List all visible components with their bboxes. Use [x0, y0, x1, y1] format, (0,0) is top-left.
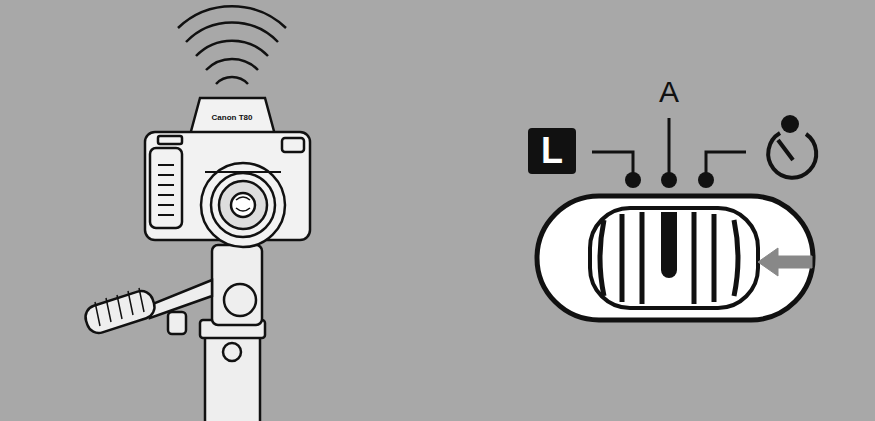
mode-lines [592, 118, 746, 176]
mode-letter: L [541, 133, 563, 169]
mode-switch [537, 196, 813, 320]
tripod [82, 245, 265, 421]
mode-letter-box: L [528, 128, 576, 174]
remote-waves [178, 6, 286, 84]
self-timer-symbol [768, 115, 816, 178]
mode-letter: A [658, 76, 680, 108]
brand-name: Canon T80 [211, 113, 254, 123]
camera [145, 98, 310, 247]
mode-dots [625, 172, 714, 188]
